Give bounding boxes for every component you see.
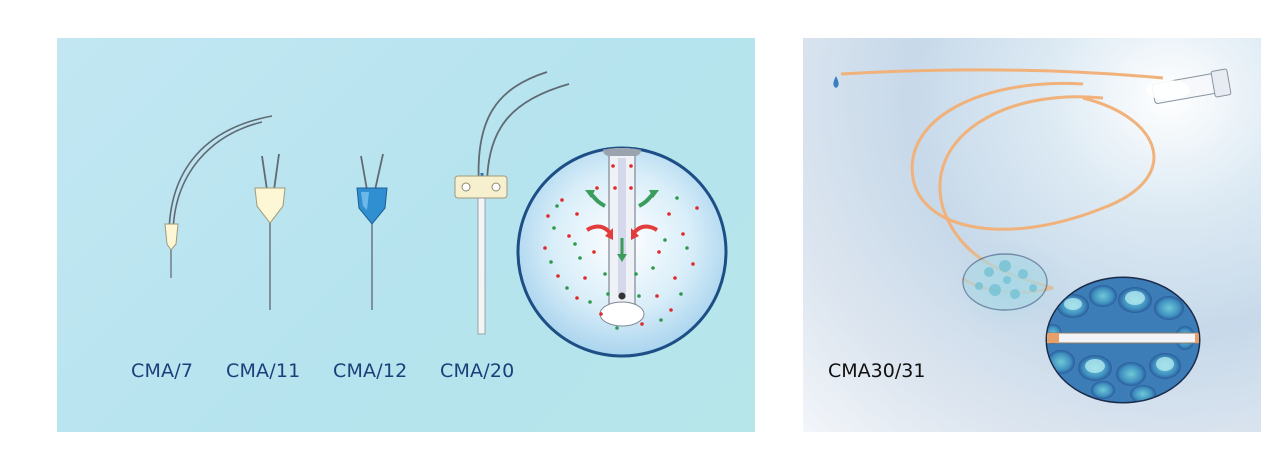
cma20-probe-image [454, 71, 570, 335]
cma12-probe-image [356, 153, 388, 310]
magnified-membrane-circle [516, 146, 728, 358]
tubing-illustration [833, 68, 1232, 404]
probe-label-cma30-31: CMA30/31 [828, 360, 926, 382]
probes-illustration [164, 71, 728, 358]
cma11-probe-image [254, 153, 286, 310]
probe-label-cma12: CMA/12 [333, 360, 408, 382]
left-panel-probes: CMA/7 CMA/11 CMA/12 CMA/20 [57, 38, 755, 432]
probe-label-cma7: CMA/7 [131, 360, 194, 382]
droplet-icon [833, 76, 839, 88]
cma7-probe-image [164, 115, 273, 278]
tissue-small-circle [945, 236, 1073, 336]
probe-label-cma20: CMA/20 [440, 360, 515, 382]
syringe-connector-image [1146, 68, 1232, 104]
right-panel-tubing: CMA30/31 [803, 38, 1261, 432]
probe-label-cma11: CMA/11 [226, 360, 301, 382]
tissue-magnified-circle [1045, 276, 1201, 404]
